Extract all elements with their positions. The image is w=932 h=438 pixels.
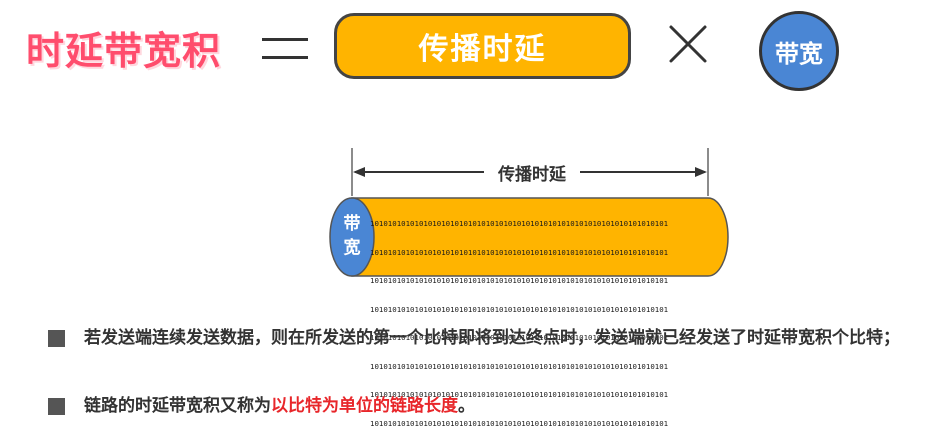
tube-cap-label-line2: 宽 <box>343 238 361 258</box>
bit-row: 1010101010101010101010101010101010101010… <box>370 304 669 314</box>
bandwidth-label: 带宽 <box>775 39 823 68</box>
note-text: 链路的时延带宽积又称为以比特为单位的链路长度。 <box>84 393 904 419</box>
bit-row: 1010101010101010101010101010101010101010… <box>370 390 669 399</box>
multiply-sign-icon <box>669 25 707 63</box>
equals-bar-top <box>262 38 308 41</box>
bullet-square-icon <box>48 330 65 347</box>
note-text-end: 。 <box>458 396 475 416</box>
equals-bar-bottom <box>262 56 308 59</box>
tube-cap-label: 带 宽 <box>331 197 373 275</box>
link-tube-diagram <box>329 148 729 277</box>
note-text: 若发送端连续发送数据，则在所发送的第一个比特即将到达终点时，发送端就已经发送了时… <box>84 325 904 351</box>
bandwidth-term: 带宽 <box>759 11 839 91</box>
bullet-square-icon <box>48 398 65 415</box>
note-text-main: 若发送端连续发送数据，则在所发送的第一个比特即将到达终点时，发送端就已经发送了时… <box>84 328 900 348</box>
bit-row: 1010101010101010101010101010101010101010… <box>370 333 669 342</box>
span-arrow-head-left <box>353 167 365 177</box>
delay-bandwidth-product-title: 时延带宽积 <box>26 29 222 73</box>
bit-stream: 1010101010101010101010101010101010101010… <box>370 200 714 438</box>
bit-row: 1010101010101010101010101010101010101010… <box>370 418 669 428</box>
note-item: 链路的时延带宽积又称为以比特为单位的链路长度。 <box>48 393 908 419</box>
note-highlight: 以比特为单位的链路长度 <box>271 396 458 416</box>
bit-row: 1010101010101010101010101010101010101010… <box>370 247 669 257</box>
span-arrow-head-right <box>695 167 707 177</box>
bit-row: 1010101010101010101010101010101010101010… <box>370 276 669 285</box>
tube-body <box>351 197 729 277</box>
span-label: 传播时延 <box>484 160 580 185</box>
bit-row: 1010101010101010101010101010101010101010… <box>370 361 669 371</box>
tube-cap <box>329 197 375 277</box>
note-item: 若发送端连续发送数据，则在所发送的第一个比特即将到达终点时，发送端就已经发送了时… <box>48 325 908 377</box>
equals-sign <box>262 38 308 60</box>
propagation-delay-label: 传播时延 <box>418 32 547 67</box>
tube-cap-label-line1: 带 <box>343 214 361 234</box>
propagation-delay-term: 传播时延 <box>334 13 631 79</box>
bit-row: 1010101010101010101010101010101010101010… <box>370 219 669 228</box>
note-text-main: 链路的时延带宽积又称为 <box>84 396 271 416</box>
